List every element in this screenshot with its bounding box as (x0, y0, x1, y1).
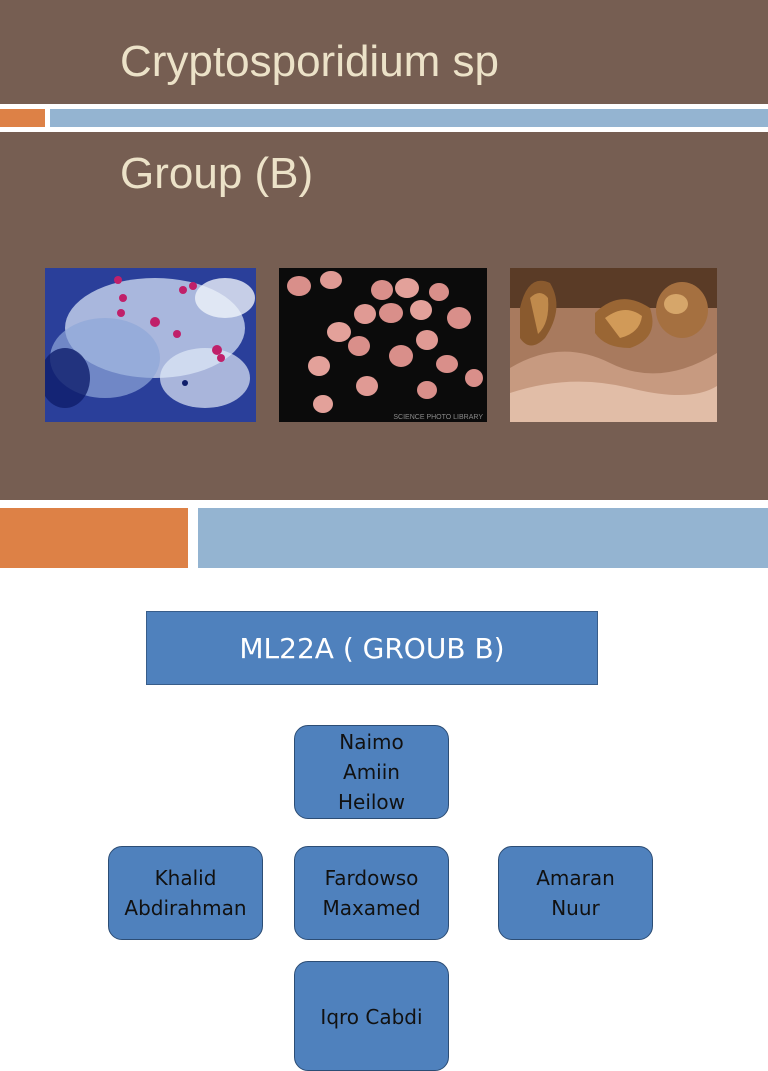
member-box-center: Fardowso Maxamed (294, 846, 449, 940)
oocysts-electron-micrograph-image: SCIENCE PHOTO LIBRARY (279, 268, 487, 422)
stained-oocysts-image (45, 268, 256, 422)
accent-bar-blue (198, 508, 768, 568)
accent-bar-blue-thin (50, 109, 768, 127)
accent-bar-orange-thin (0, 109, 45, 127)
photo-watermark: SCIENCE PHOTO LIBRARY (393, 414, 483, 421)
member-box-top: Naimo Amiin Heilow (294, 725, 449, 819)
member-name: Fardowso Maxamed (322, 866, 421, 920)
title-band (0, 0, 768, 104)
member-name: Naimo Amiin Heilow (337, 730, 406, 814)
member-box-bottom: Iqro Cabdi (294, 961, 449, 1071)
slide-subtitle: Group (B) (120, 149, 314, 198)
group-label: ML22A ( GROUB B) (239, 631, 505, 665)
group-label-box: ML22A ( GROUB B) (146, 611, 598, 685)
accent-bar-orange (0, 508, 188, 568)
member-name: Amaran Nuur (536, 866, 615, 920)
member-box-left: Khalid Abdirahman (108, 846, 263, 940)
slide-title: Cryptosporidium sp (120, 37, 500, 86)
parasite-intestinal-surface-image (510, 268, 717, 422)
member-box-right: Amaran Nuur (498, 846, 653, 940)
member-name: Khalid Abdirahman (124, 866, 247, 920)
member-name: Iqro Cabdi (320, 1005, 423, 1029)
